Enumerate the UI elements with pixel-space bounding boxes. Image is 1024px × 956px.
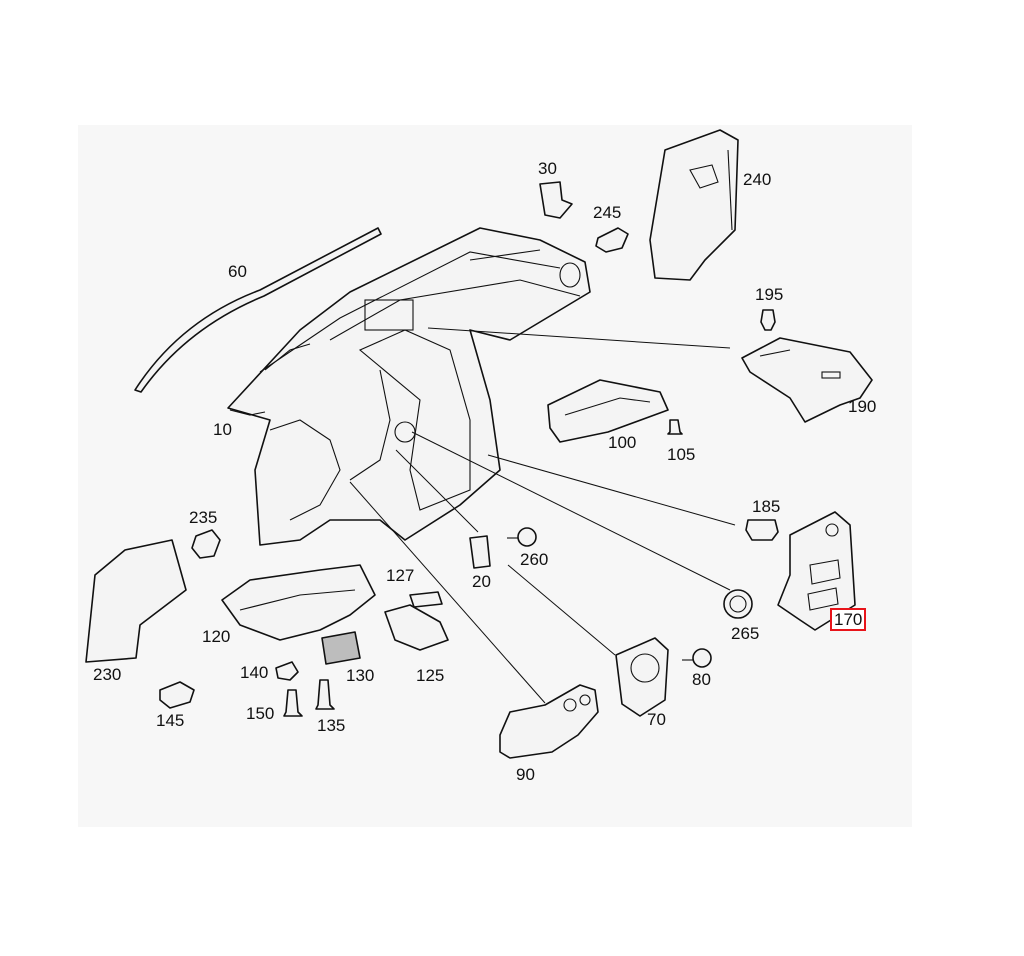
part-label-150[interactable]: 150 [246,704,275,723]
part-260-screw [517,527,537,547]
part-235-clip [191,529,221,559]
part-10-dashboard [227,227,591,546]
part-label-20[interactable]: 20 [472,572,491,591]
part-140-clip [275,661,299,681]
part-125-light [384,604,449,651]
part-label-80[interactable]: 80 [692,670,711,689]
part-label-265[interactable]: 265 [731,624,760,643]
part-label-120[interactable]: 120 [202,627,231,646]
part-label-105[interactable]: 105 [667,445,696,464]
part-label-100[interactable]: 100 [608,433,637,452]
part-265-ring [723,589,753,619]
part-195-bulb [760,309,776,331]
part-label-10[interactable]: 10 [213,420,232,439]
leader-lines [349,327,736,704]
part-label-125[interactable]: 125 [416,666,445,685]
part-90-lower-cover [499,684,599,759]
part-150-screw [283,689,303,717]
part-170-panel [777,511,856,631]
part-185-clip [745,519,779,541]
part-130-switch [321,631,361,665]
part-105-screw [667,419,683,435]
part-label-230[interactable]: 230 [93,665,122,684]
part-20-clip-plate [469,535,491,569]
part-135-screw [315,679,335,710]
part-70-light-switch [615,637,669,717]
part-label-145[interactable]: 145 [156,711,185,730]
part-60-trim-strip [134,227,382,393]
part-240-side-panel [649,129,739,281]
part-190-cover [741,337,873,423]
part-label-90[interactable]: 90 [516,765,535,784]
part-100-bracket [547,379,669,443]
part-label-60[interactable]: 60 [228,262,247,281]
part-label-260[interactable]: 260 [520,550,549,569]
part-145-clip [159,681,195,709]
part-230-mat [85,539,187,663]
part-label-240[interactable]: 240 [743,170,772,189]
part-label-127[interactable]: 127 [386,566,415,585]
part-245-clip [595,227,629,253]
part-label-185[interactable]: 185 [752,497,781,516]
part-label-140[interactable]: 140 [240,663,269,682]
part-label-170-highlighted[interactable]: 170 [830,608,867,631]
part-label-235[interactable]: 235 [189,508,218,527]
part-80-screw [692,648,712,668]
part-label-245[interactable]: 245 [593,203,622,222]
part-label-130[interactable]: 130 [346,666,375,685]
part-label-190[interactable]: 190 [848,397,877,416]
part-127-bulb [409,591,443,608]
part-label-195[interactable]: 195 [755,285,784,304]
part-30-clip [539,181,573,219]
part-120-tray [221,564,376,641]
part-label-70[interactable]: 70 [647,710,666,729]
part-label-30[interactable]: 30 [538,159,557,178]
part-label-135[interactable]: 135 [317,716,346,735]
